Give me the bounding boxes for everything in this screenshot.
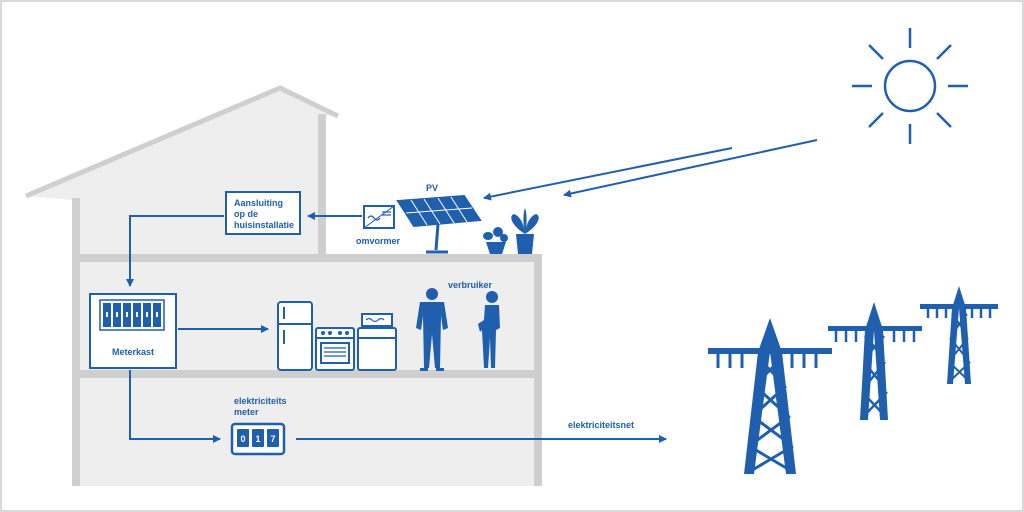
- sunlight-arrow-2: [563, 139, 818, 198]
- attic-floor: [72, 254, 540, 262]
- meter-digit: 0: [240, 434, 245, 444]
- connection-to-meterkast-arrow: [126, 215, 224, 287]
- connection-box: [225, 191, 301, 235]
- meter-label-line1: elektriciteits: [234, 396, 287, 406]
- oven-icon: [315, 327, 355, 371]
- pv-label: PV: [426, 183, 438, 193]
- power-pylon-icon: [828, 302, 922, 420]
- sunlight-arrow-1: [483, 147, 733, 201]
- power-pylon-icon: [708, 318, 832, 474]
- meterkast-label: Meterkast: [112, 347, 154, 357]
- inverter-label: omvormer: [356, 236, 401, 246]
- fridge-icon: [277, 301, 313, 371]
- house-wall-right: [534, 254, 542, 486]
- person-female-icon: [478, 291, 500, 368]
- sun-icon: [852, 28, 968, 144]
- washing-machine-icon: [357, 313, 397, 371]
- connection-label-line1: Aansluiting: [234, 198, 283, 208]
- connection-label-line2: op de: [234, 209, 258, 219]
- house-wall-left: [72, 198, 80, 486]
- meterkast-to-meter-arrow: [129, 370, 221, 443]
- solar-panel-icon: [396, 194, 482, 254]
- plant-icon: [483, 208, 539, 254]
- consumer-label: verbruiker: [448, 280, 493, 290]
- person-male-icon: [416, 288, 448, 371]
- grid-label: elektriciteitsnet: [568, 420, 634, 430]
- inverter-icon: [363, 205, 395, 229]
- ground-floor-ceiling: [72, 370, 540, 378]
- house: [25, 85, 542, 486]
- meter-label-line2: meter: [234, 407, 259, 417]
- meterkast-box: [89, 293, 177, 369]
- meter-digit: 1: [255, 434, 260, 444]
- house-wall-upper: [318, 114, 326, 256]
- electricity-meter-icon: 0 1 7: [230, 422, 286, 456]
- meter-digit: 7: [270, 434, 275, 444]
- power-pylon-icon: [920, 286, 998, 384]
- connection-label-line3: huisinstallatie: [234, 220, 294, 230]
